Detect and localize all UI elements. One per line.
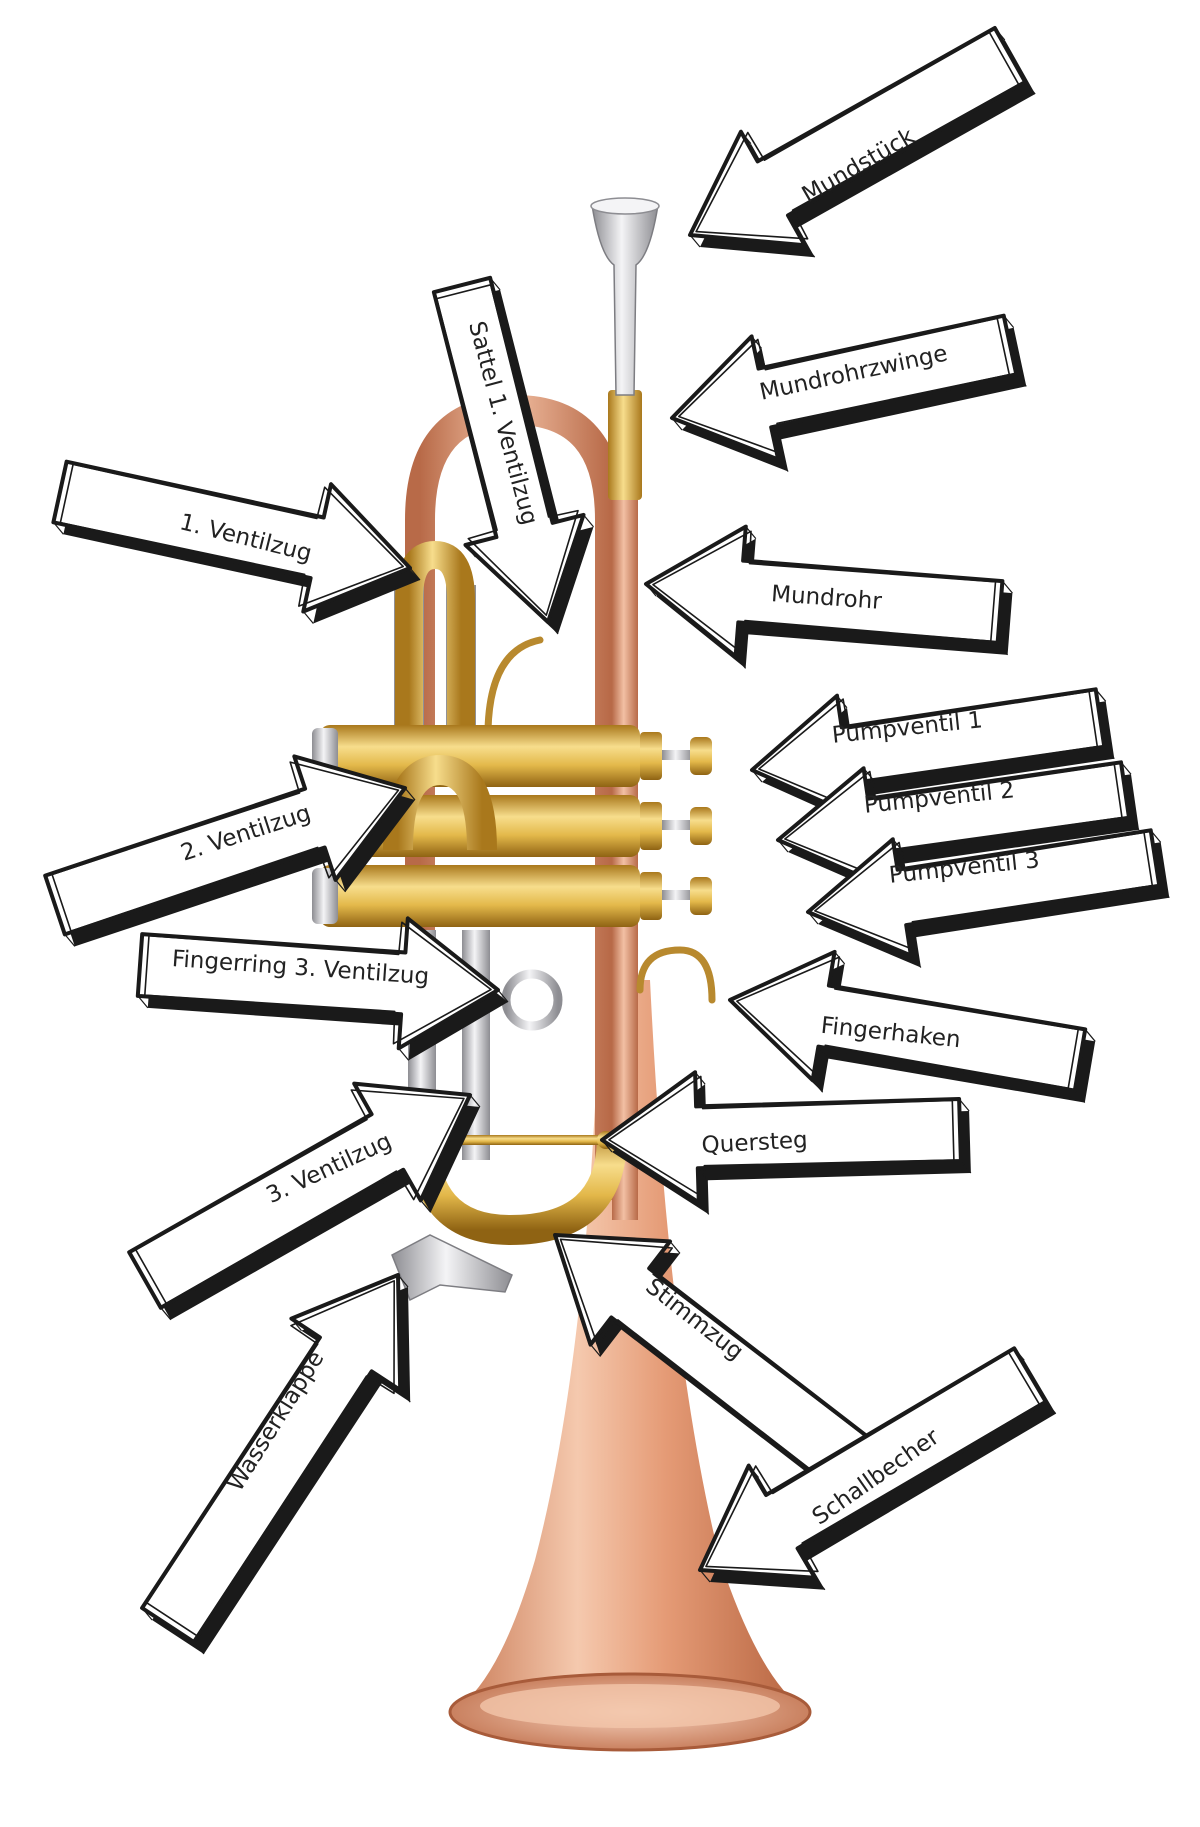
- arrow-inner-outline: [784, 763, 1123, 881]
- arrow-body: [51, 459, 412, 614]
- arrow-hatch: [404, 787, 416, 801]
- arrow-body: [698, 1346, 1048, 1580]
- arrow-pumpventil3: [806, 828, 1170, 968]
- arrow-inner-outline: [677, 317, 1011, 455]
- arrow-sattel: [431, 275, 594, 635]
- mouthpiece: [591, 204, 659, 396]
- arrow-body: [644, 524, 1005, 659]
- arrow-hatch: [193, 1641, 205, 1655]
- arrow-hatch: [1103, 746, 1115, 760]
- arrow-hatch: [1045, 1401, 1057, 1415]
- arrow-fingerring: [135, 916, 509, 1061]
- arrow-body: [806, 828, 1162, 958]
- arrow-hatch: [960, 1160, 972, 1174]
- arrow-hatch: [997, 642, 1009, 656]
- arrow-inner-outline: [146, 1280, 396, 1637]
- arrow-ventilzug2: [43, 754, 416, 947]
- arrow-hatch: [420, 1200, 432, 1213]
- arrow-hatch: [698, 1202, 710, 1215]
- arrow-fingerhaken: [728, 949, 1096, 1103]
- arrow-hatch: [1128, 817, 1140, 831]
- arrow-hatch: [910, 955, 922, 968]
- valve-buttons: [640, 732, 712, 920]
- arrow-hatch: [735, 656, 747, 669]
- arrow-body: [776, 760, 1131, 887]
- arrow-hatch: [398, 1047, 410, 1061]
- arrow-inner-outline: [51, 761, 400, 932]
- arrow-body: [670, 313, 1019, 462]
- arrow-hatch: [1074, 1090, 1086, 1103]
- arrow-inner-outline: [705, 1352, 1041, 1573]
- label-arrows: [43, 26, 1170, 1655]
- arrow-hatch: [1024, 81, 1036, 95]
- water-key: [391, 1234, 513, 1302]
- arrow-body: [135, 916, 500, 1051]
- arrow-hatch: [469, 1094, 481, 1108]
- arrow-inner-outline: [144, 921, 492, 1045]
- arrow-body: [140, 1273, 403, 1644]
- arrow-mundrohrzwinge: [670, 313, 1027, 472]
- arrow-stimmzug: [553, 1233, 890, 1507]
- brace: [440, 1135, 612, 1145]
- arrow-hatch: [1158, 885, 1170, 899]
- arrow-body: [43, 754, 407, 937]
- arrow-body: [688, 26, 1028, 248]
- arrow-ventilzug3: [127, 1081, 481, 1321]
- arrow-inner-outline: [608, 1075, 955, 1199]
- label-quersteg: Quersteg: [701, 1127, 808, 1159]
- arrow-inner-outline: [814, 831, 1154, 952]
- arrow-hatch: [399, 1389, 411, 1403]
- arrow-hatch: [64, 934, 76, 947]
- arrow-inner-outline: [652, 530, 997, 654]
- arrow-inner-outline: [758, 690, 1099, 813]
- arrow-quersteg: [600, 1070, 972, 1215]
- arrow-hatch: [814, 1577, 826, 1591]
- arrow-hatch: [669, 1241, 681, 1254]
- arrow-mundrohr: [644, 524, 1013, 669]
- arrow-hatch: [812, 1079, 824, 1093]
- arrow-hatch: [804, 244, 816, 258]
- arrow-body: [127, 1081, 472, 1310]
- arrow-body: [553, 1233, 881, 1497]
- bell: [455, 980, 805, 1710]
- arrow-hatch: [497, 989, 509, 1003]
- arrow-hatch: [1015, 373, 1027, 387]
- arrow-inner-outline: [736, 956, 1079, 1089]
- arrow-hatch: [583, 514, 594, 528]
- arrow-hatch: [777, 459, 789, 472]
- arrow-inner-outline: [435, 283, 579, 617]
- third-slide-ring: [501, 969, 563, 1031]
- arrow-ventilzug1: [51, 459, 421, 624]
- arrow-body: [431, 275, 586, 624]
- arrow-hatch: [1084, 1029, 1096, 1042]
- arrow-wasserklappe: [140, 1273, 411, 1655]
- first-slide-saddle: [484, 636, 544, 734]
- arrow-hatch: [590, 1344, 601, 1357]
- finger-hook: [636, 946, 716, 1004]
- arrow-inner-outline: [695, 31, 1020, 240]
- arrow-mundstueck: [688, 26, 1036, 258]
- arrow-body: [728, 949, 1088, 1093]
- arrow-inner-outline: [135, 1089, 465, 1305]
- arrow-body: [600, 1070, 963, 1205]
- arrow-body: [750, 687, 1107, 819]
- arrow-schallbecher: [698, 1346, 1057, 1591]
- arrow-hatch: [302, 611, 314, 624]
- arrow-hatch: [160, 1307, 172, 1321]
- arrow-inner-outline: [59, 463, 405, 607]
- arrow-inner-outline: [559, 1238, 874, 1491]
- arrow-hatch: [547, 621, 559, 635]
- arrow-hatch: [335, 879, 347, 893]
- arrow-hatch: [409, 567, 421, 581]
- leadpipe-ferrule: [608, 390, 642, 500]
